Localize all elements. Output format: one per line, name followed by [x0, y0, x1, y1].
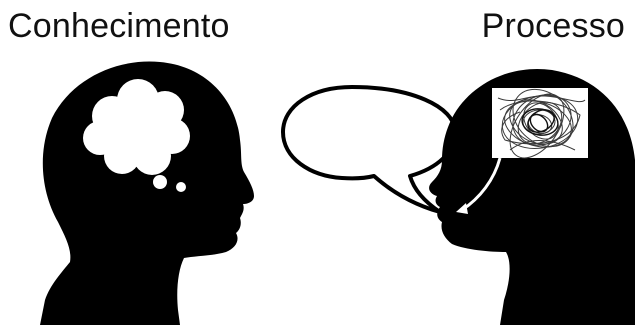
process-label: Processo: [481, 7, 625, 45]
tangled-scribble-icon: [492, 88, 588, 159]
curved-arrow-icon: [456, 157, 502, 214]
speech-bubble-icon: [281, 85, 457, 214]
knowledge-label: Conhecimento: [8, 7, 230, 45]
thought-cloud-icon: [83, 79, 190, 192]
